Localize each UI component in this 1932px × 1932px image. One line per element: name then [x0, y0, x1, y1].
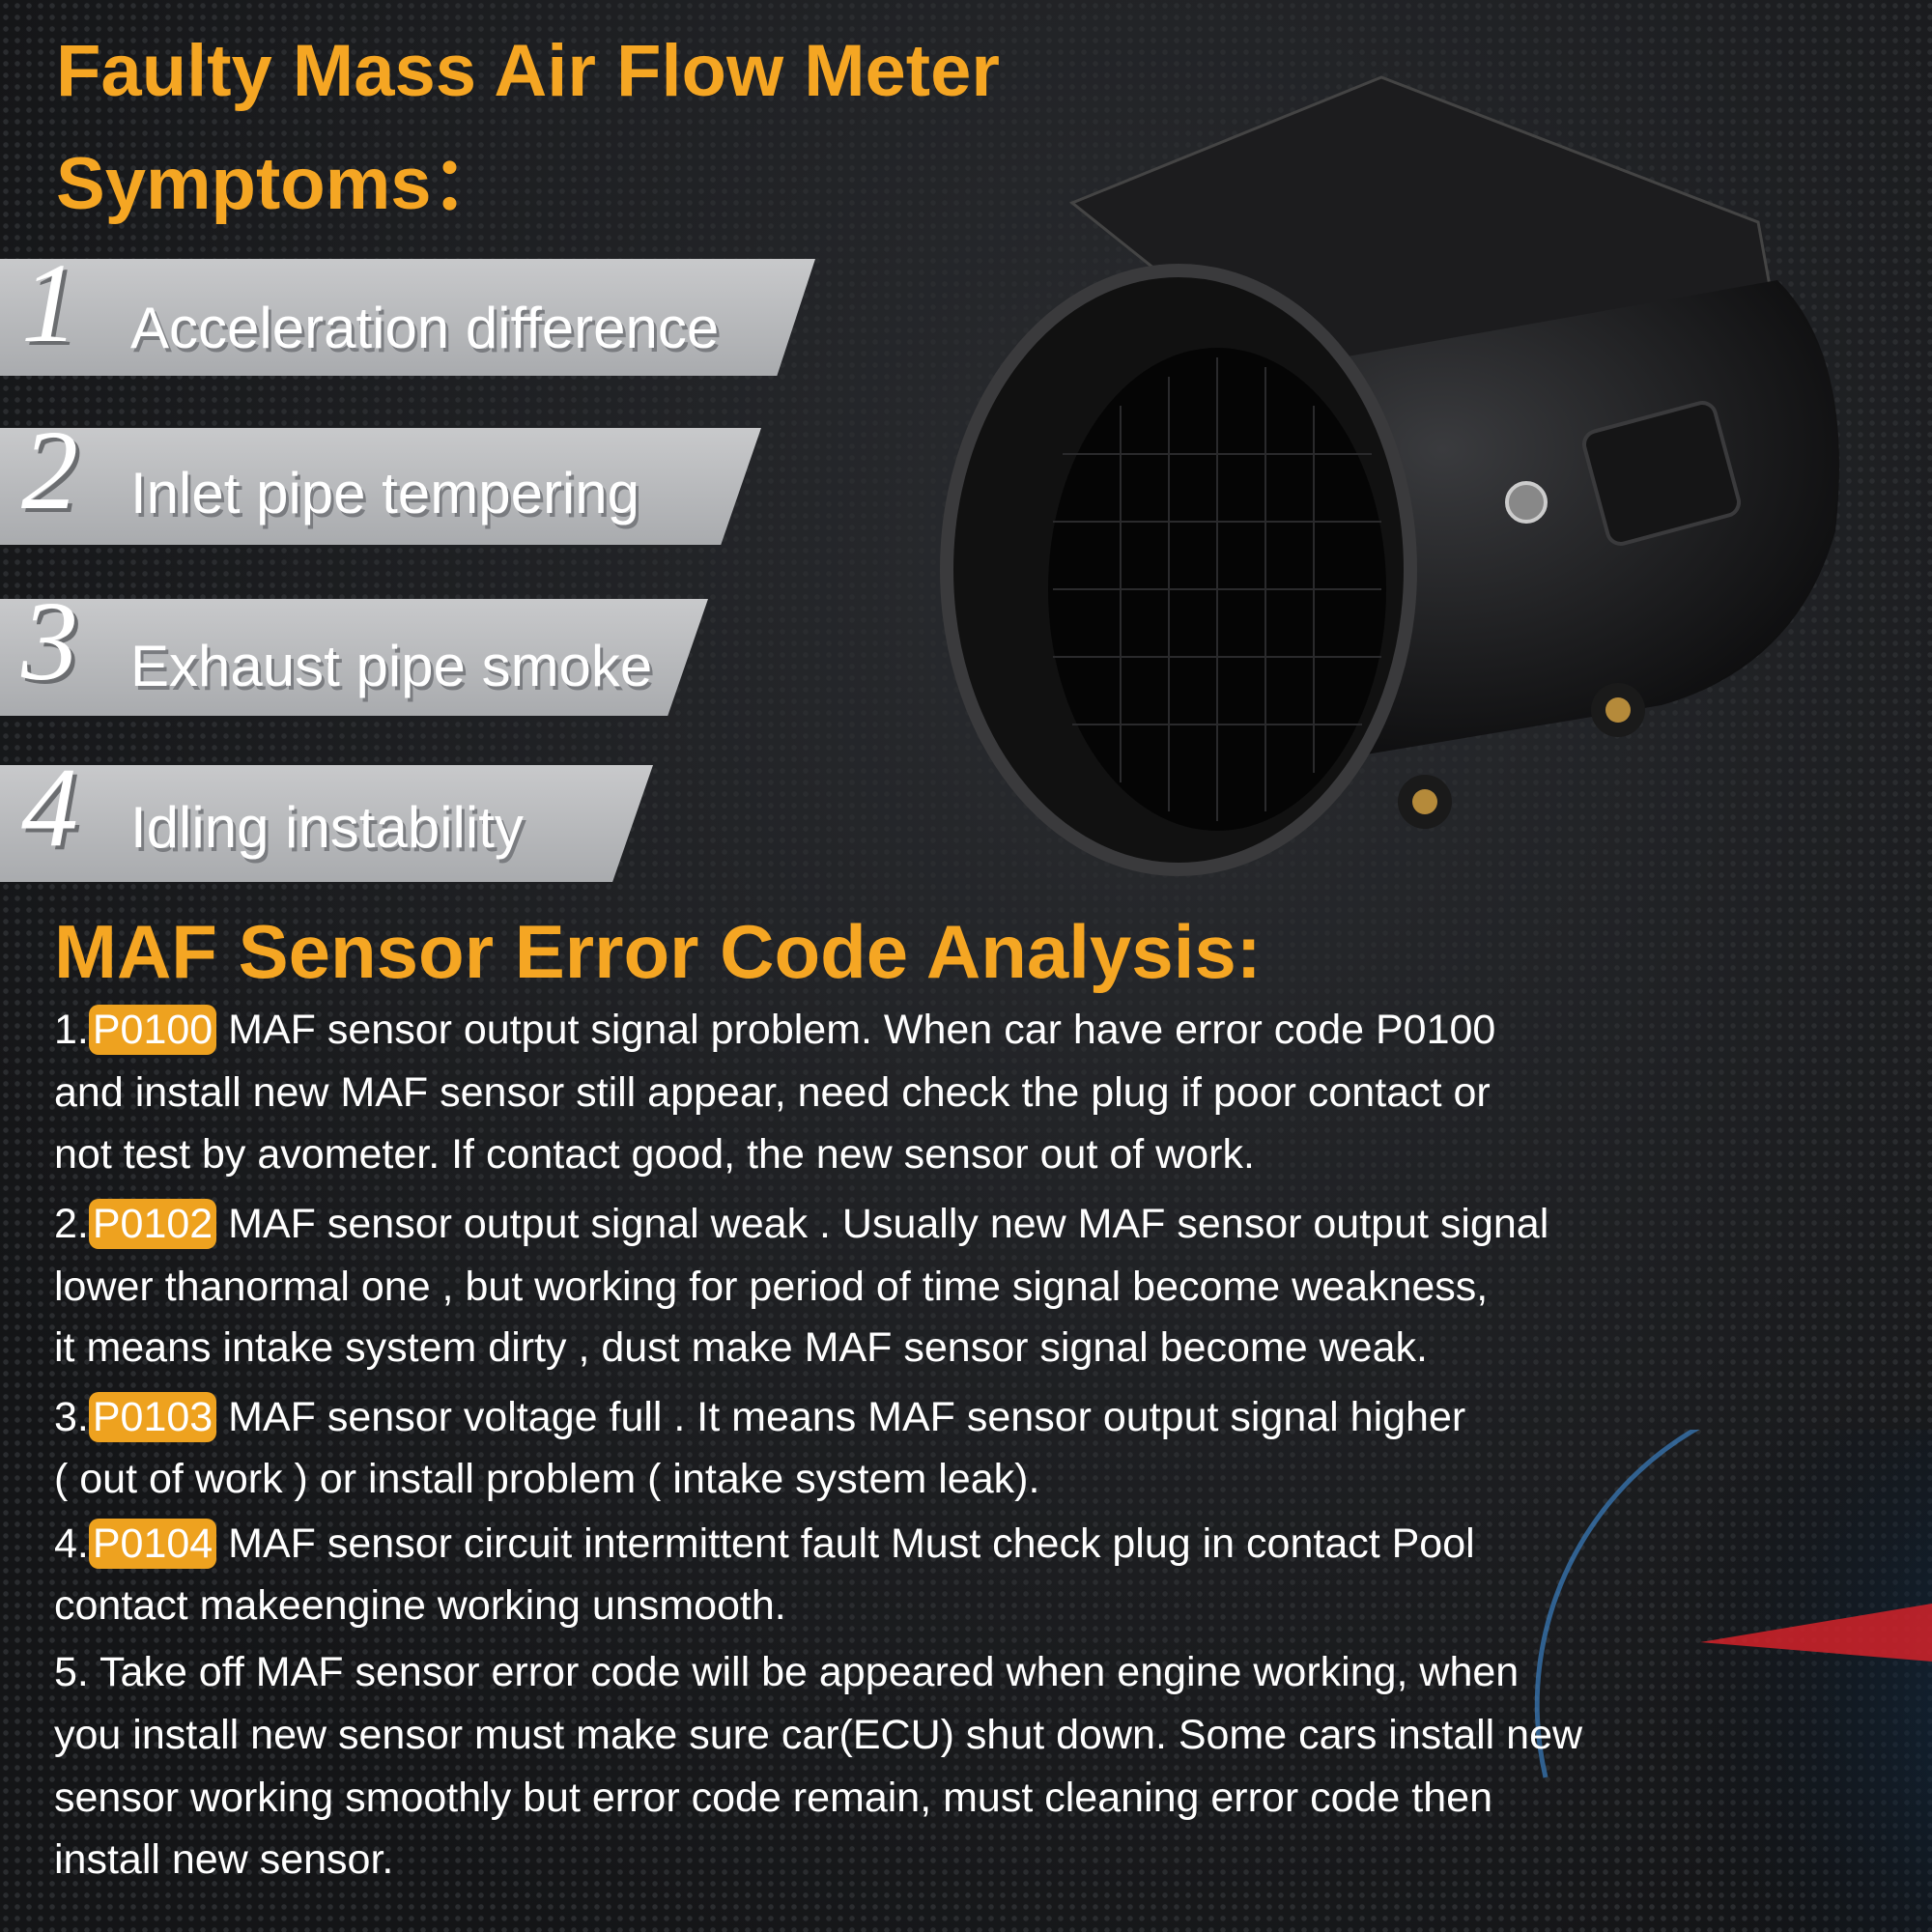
symptom-number: 1	[21, 240, 78, 366]
item-text: MAF sensor circuit intermittent fault Mu…	[216, 1520, 1475, 1567]
maf-sensor-image	[940, 75, 1839, 876]
item-text: you install new sensor must make sure ca…	[54, 1712, 1583, 1758]
item-text: and install new MAF sensor still appear,…	[54, 1069, 1491, 1116]
item-text: MAF sensor voltage full . It means MAF s…	[216, 1394, 1466, 1440]
error-code-badge: P0103	[88, 1392, 217, 1442]
error-item-p0102: 2.P0102 MAF sensor output signal weak . …	[54, 1199, 1549, 1249]
item-text: 5. Take off MAF sensor error code will b…	[54, 1649, 1520, 1695]
error-code-badge: P0104	[88, 1519, 217, 1569]
error-code-badge: P0100	[88, 1005, 217, 1055]
error-item-p0103: 3.P0103 MAF sensor voltage full . It mea…	[54, 1392, 1466, 1442]
item-number: 1.	[54, 1007, 89, 1053]
analysis-heading: MAF Sensor Error Code Analysis:	[54, 909, 1262, 994]
item-text: contact makeengine working unsmooth.	[54, 1582, 786, 1629]
item-text: MAF sensor output signal weak . Usually …	[216, 1201, 1549, 1247]
error-item-p0104: 4.P0104 MAF sensor circuit intermittent …	[54, 1519, 1475, 1569]
symptom-label: Inlet pipe tempering	[130, 461, 639, 526]
symptom-label: Acceleration difference	[130, 296, 720, 360]
symptom-band	[0, 259, 815, 376]
symptom-number: 2	[21, 407, 78, 533]
symptom-number: 4	[21, 744, 78, 870]
error-code-badge: P0102	[88, 1199, 217, 1249]
item-number: 3.	[54, 1394, 89, 1440]
speedometer-decoration	[1534, 1430, 1932, 1932]
symptom-number: 3	[21, 578, 78, 704]
item-text: it means intake system dirty , dust make…	[54, 1324, 1428, 1371]
item-text: sensor working smoothly but error code r…	[54, 1775, 1492, 1821]
item-text: lower thanormal one , but working for pe…	[54, 1264, 1489, 1310]
symptom-band	[0, 599, 708, 716]
symptom-band	[0, 428, 761, 545]
item-text: ( out of work ) or install problem ( int…	[54, 1456, 1040, 1502]
item-text: MAF sensor output signal problem. When c…	[216, 1007, 1496, 1053]
page-title-line2: Symptoms：	[56, 143, 505, 225]
item-text: not test by avometer. If contact good, t…	[54, 1131, 1255, 1178]
symptom-label: Exhaust pipe smoke	[130, 634, 653, 698]
item-number: 2.	[54, 1201, 89, 1247]
item-number: 4.	[54, 1520, 89, 1567]
error-item-p0100: 1.P0100 MAF sensor output signal problem…	[54, 1005, 1496, 1055]
symptom-label: Idling instability	[130, 795, 524, 860]
item-text: install new sensor.	[54, 1836, 394, 1883]
page-title-line1: Faulty Mass Air Flow Meter	[56, 30, 1000, 112]
symptom-band	[0, 765, 653, 882]
